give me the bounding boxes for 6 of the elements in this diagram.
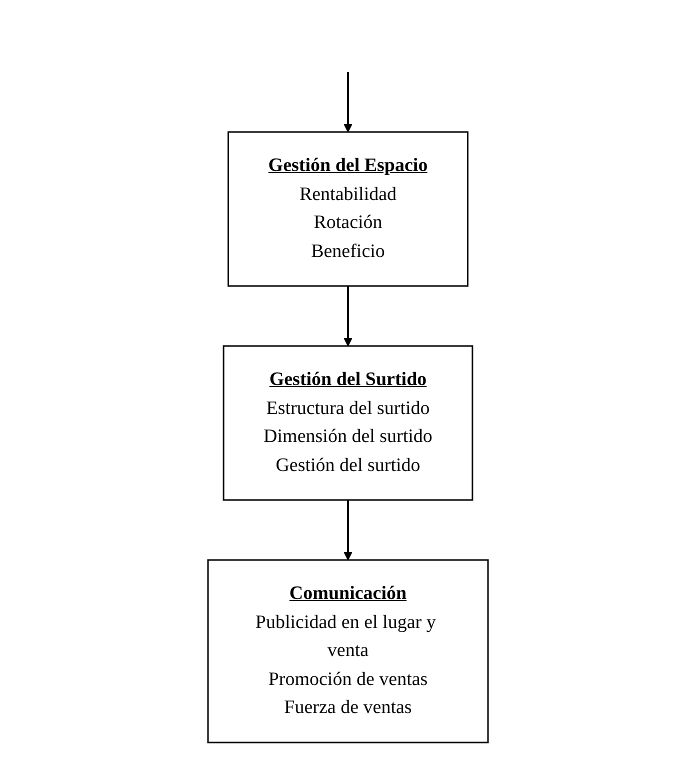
node-box: Gestión del Surtido Estructura del surtido Dimensión del surtido Gestión del surtido [222,345,474,500]
arrow [344,500,352,560]
node-box: Comunicación Publicidad en el lugar y venta Promoción de ventas Fuerza de ventas [207,559,489,743]
arrow [344,72,352,132]
arrow [344,286,352,346]
node-box: Gestión del Espacio Rentabilidad Rotación Beneficio [228,131,468,286]
